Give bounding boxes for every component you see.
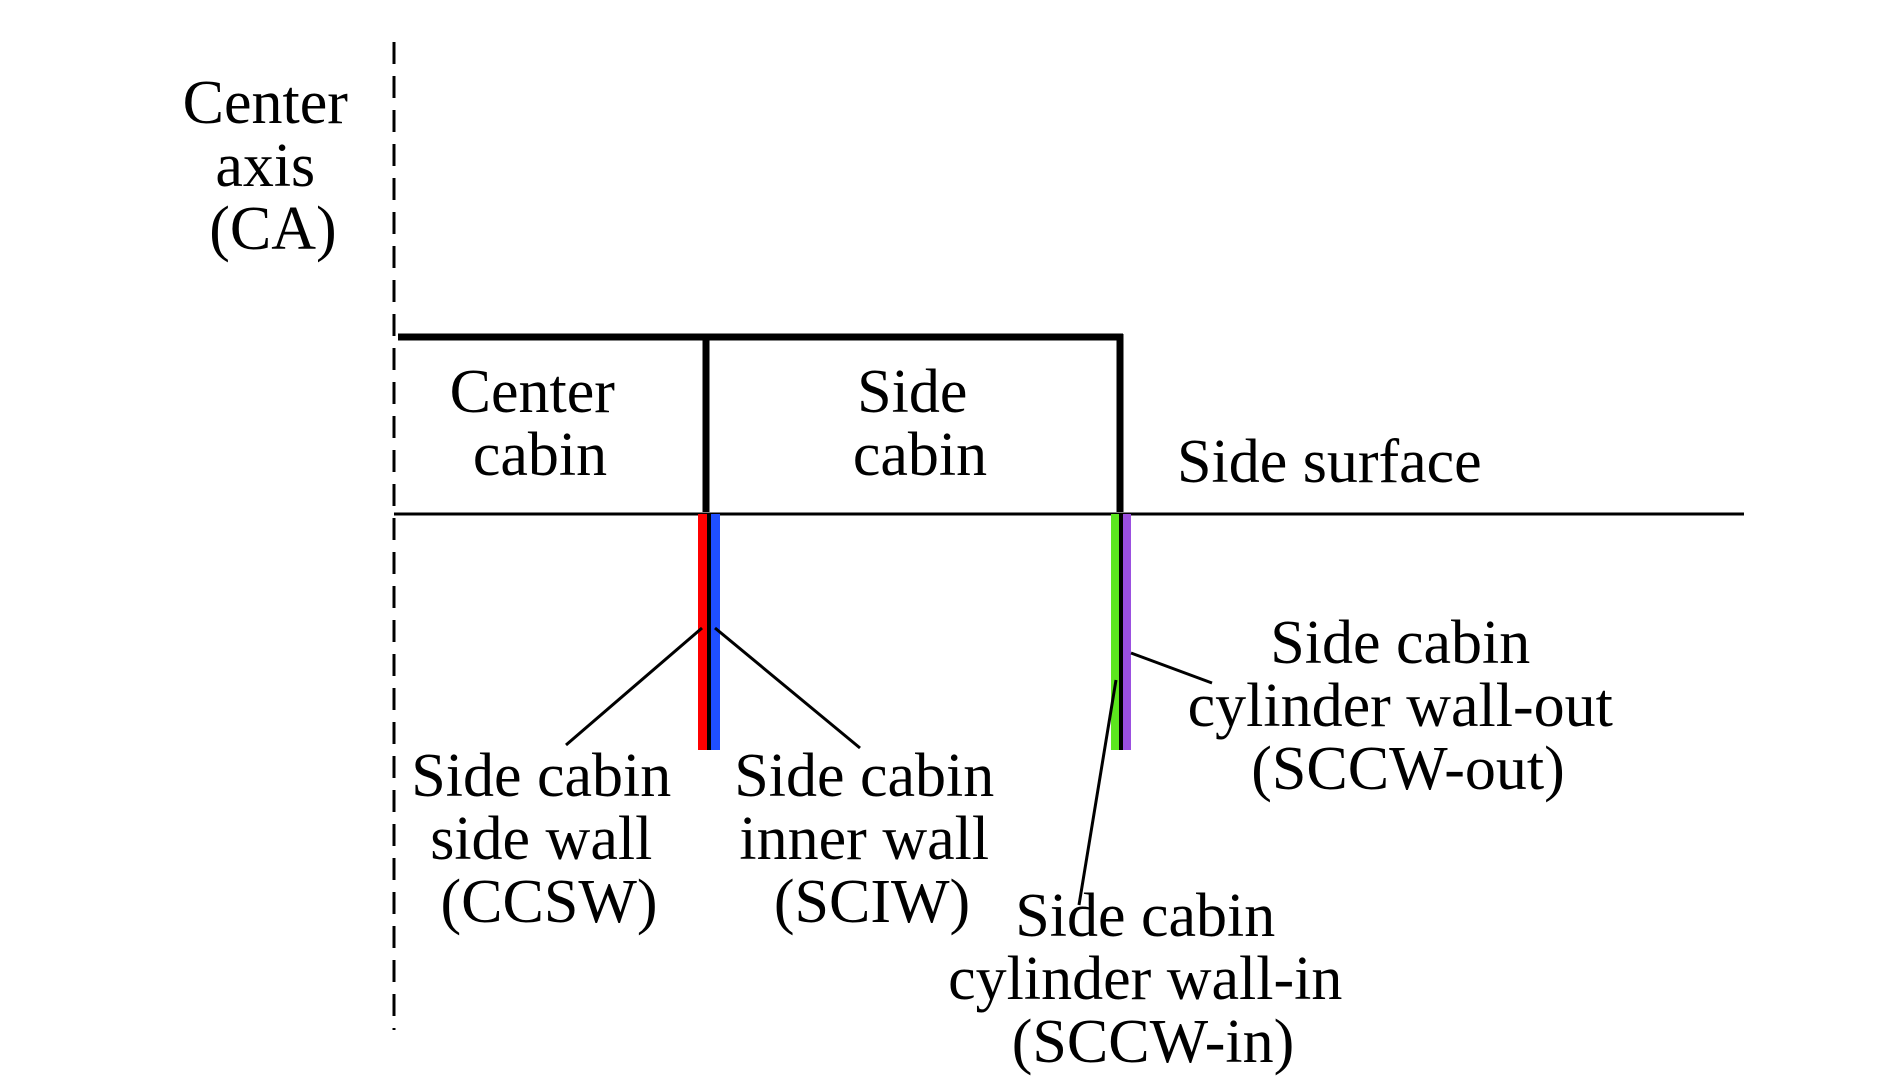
ccsw-wall-strip [698, 514, 707, 750]
sciw-leader-line [714, 626, 861, 750]
wall-divider-strip-2 [1119, 514, 1123, 750]
sccw-out-label: Side cabin cylinder wall-out (SCCW-out) [1188, 609, 1629, 803]
sciw-label: Side cabin inner wall (SCIW) [734, 742, 1010, 936]
sccw-out-leader-line [1130, 651, 1213, 685]
sccw-in-wall-strip [1111, 514, 1119, 750]
wall-divider-strip-1 [707, 514, 711, 750]
center-cabin-label: Center cabin [450, 358, 631, 489]
side-surface-label: Side surface [1177, 428, 1482, 496]
side-cabin-label: Side cabin [853, 358, 987, 489]
sccw-in-label: Side cabin cylinder wall-in (SCCW-in) [948, 882, 1358, 1076]
sciw-wall-strip [711, 514, 720, 750]
sccw-out-wall-strip [1123, 514, 1131, 750]
ccsw-label: Side cabin side wall (CCSW) [411, 742, 687, 936]
ccsw-leader-line [565, 626, 703, 747]
center-axis-label: Center axis (CA) [183, 69, 364, 263]
sccw-in-leader-line [1077, 679, 1118, 906]
